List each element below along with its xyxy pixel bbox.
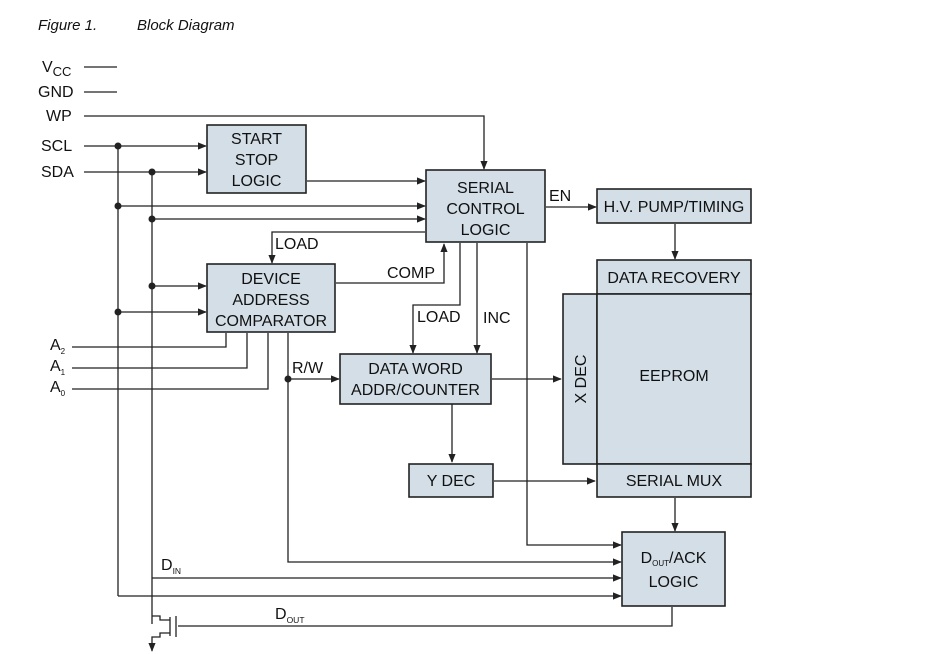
pin-a2: A2 xyxy=(50,337,66,356)
svg-text:LOGIC: LOGIC xyxy=(232,173,282,190)
svg-text:CONTROL: CONTROL xyxy=(446,201,524,218)
y-dec-block: Y DEC xyxy=(408,463,494,498)
pin-scl: SCL xyxy=(41,138,72,155)
svg-text:DATA WORD: DATA WORD xyxy=(368,361,463,378)
svg-text:LOGIC: LOGIC xyxy=(649,574,699,591)
junction-dots xyxy=(114,142,292,383)
data-word-addr-counter-block: DATA WORD ADDR/COUNTER xyxy=(339,353,492,405)
serial-control-logic-block: SERIAL CONTROL LOGIC xyxy=(425,169,546,243)
signal-din: DIN xyxy=(161,557,181,576)
svg-text:ADDRESS: ADDRESS xyxy=(232,292,309,309)
eeprom-label: EEPROM xyxy=(639,368,708,385)
pin-vcc: VCC xyxy=(42,59,71,79)
eeprom-array xyxy=(562,259,752,498)
svg-text:LOGIC: LOGIC xyxy=(461,222,511,239)
figure-title: Block Diagram xyxy=(137,17,235,34)
hv-pump-timing-block: H.V. PUMP/TIMING xyxy=(596,188,752,224)
signal-dout: DOUT xyxy=(275,606,305,625)
svg-text:Y DEC: Y DEC xyxy=(427,473,476,490)
svg-text:STOP: STOP xyxy=(235,152,278,169)
svg-text:ADDR/COUNTER: ADDR/COUNTER xyxy=(351,382,480,399)
svg-text:COMPARATOR: COMPARATOR xyxy=(215,313,327,330)
svg-text:DEVICE: DEVICE xyxy=(241,271,301,288)
signal-comp: COMP xyxy=(387,265,435,282)
pin-sda: SDA xyxy=(41,164,74,181)
pin-gnd: GND xyxy=(38,84,74,101)
pin-wp: WP xyxy=(46,108,72,125)
wires xyxy=(72,66,679,652)
dout-ack-logic-block: DOUT/ACK LOGIC xyxy=(621,531,726,607)
signal-load-mid: LOAD xyxy=(417,309,461,326)
figure-number: Figure 1. xyxy=(38,17,97,34)
svg-text:DOUT/ACK: DOUT/ACK xyxy=(641,550,707,568)
signal-inc: INC xyxy=(483,310,511,327)
pin-a1: A1 xyxy=(50,358,66,377)
device-address-comparator-block: DEVICE ADDRESS COMPARATOR xyxy=(206,263,336,333)
x-dec-label: X DEC xyxy=(573,355,590,404)
start-stop-logic-block: START STOP LOGIC xyxy=(206,124,307,194)
serial-mux-label: SERIAL MUX xyxy=(626,473,723,490)
svg-text:H.V. PUMP/TIMING: H.V. PUMP/TIMING xyxy=(604,199,745,216)
pin-a0: A0 xyxy=(50,379,66,398)
svg-text:SERIAL: SERIAL xyxy=(457,180,514,197)
signal-load-top: LOAD xyxy=(275,236,319,253)
data-recovery-label: DATA RECOVERY xyxy=(607,270,741,287)
svg-text:START: START xyxy=(231,131,282,148)
signal-en: EN xyxy=(549,188,571,205)
signal-rw: R/W xyxy=(292,360,324,377)
